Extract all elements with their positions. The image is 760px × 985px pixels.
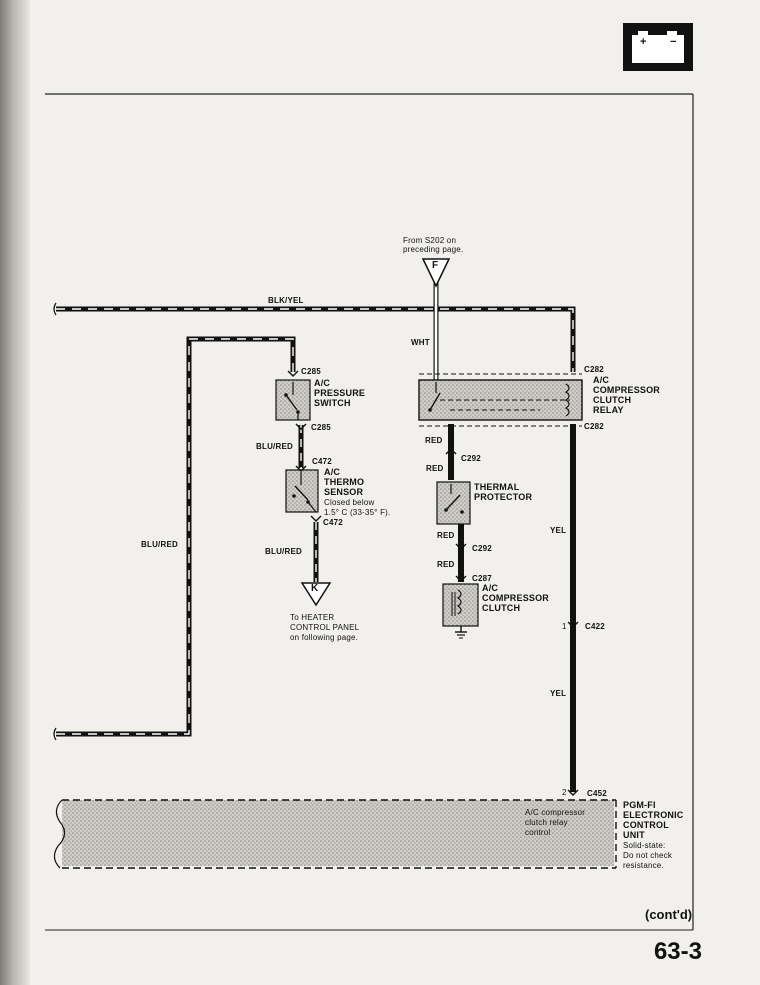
thermo-sensor-label-1: A/C [324, 467, 341, 477]
wire-label-red1: RED [425, 436, 443, 445]
connector-c292-bottom: C292 [472, 544, 492, 553]
heater-note-line3: on following page. [290, 633, 359, 642]
wire-blu-red-series [298, 425, 319, 582]
connector-c285-top: C285 [301, 367, 321, 376]
relay-label-3: CLUTCH [593, 395, 632, 405]
thermal-protector-label-2: PROTECTOR [474, 492, 533, 502]
wire-label-yel1: YEL [550, 526, 567, 535]
wire-label-blu-red-mid1: BLU/RED [256, 442, 293, 451]
connector-c422: C422 [585, 622, 605, 631]
ecu-note-line1: Solid-state: [623, 841, 666, 850]
battery-minus-label: − [670, 36, 677, 48]
thermo-sensor-label-2: THERMO [324, 477, 365, 487]
wire-label-red2: RED [426, 464, 444, 473]
heater-note-line1: To HEATER [290, 613, 335, 622]
source-note-line2: preceding page. [403, 245, 464, 254]
connector-c422-pin: 1 [562, 622, 567, 631]
relay-label-4: RELAY [593, 405, 624, 415]
page-number: 63-3 [653, 938, 702, 965]
heater-note-line2: CONTROL PANEL [290, 623, 360, 632]
battery-terminal-minus [667, 31, 677, 35]
connector-c285-bottom: C285 [311, 423, 331, 432]
battery-body [632, 35, 684, 63]
ecu-inner-line3: control [525, 828, 551, 837]
relay-label-1: A/C [593, 375, 610, 385]
wire-red [448, 424, 464, 582]
wire-blk-yel [53, 302, 576, 372]
ecu-symbol [53, 799, 617, 869]
battery-plus-label: + [640, 36, 647, 48]
connector-c287: C287 [472, 574, 492, 583]
connector-k-label: K [311, 583, 319, 594]
connector-f-symbol [421, 258, 451, 288]
ecu-title-line2: ELECTRONIC [623, 810, 684, 820]
connector-c472-bottom: C472 [323, 518, 343, 527]
wire-label-red4: RED [437, 560, 455, 569]
ecu-note-line2: Do not check [623, 851, 673, 860]
connector-c452: C452 [587, 789, 607, 798]
pressure-switch-label-3: SWITCH [314, 398, 351, 408]
relay-symbol [418, 373, 583, 427]
thermo-sensor-symbol [285, 469, 319, 513]
connector-c282-top: C282 [584, 365, 604, 374]
wire-label-blu-red-left: BLU/RED [141, 540, 178, 549]
ecu-title-line1: PGM-FI [623, 800, 656, 810]
pressure-switch-label-2: PRESSURE [314, 388, 366, 398]
wire-label-wht: WHT [411, 338, 430, 347]
thermo-note-line2: 1.5° C (33-35° F). [324, 508, 391, 517]
connector-c452-pin: 2 [562, 788, 567, 797]
ecu-note-line3: resistance. [623, 861, 664, 870]
clutch-symbol [442, 583, 479, 639]
source-note-line1: From S202 on [403, 236, 457, 245]
wire-label-blu-red-mid2: BLU/RED [265, 547, 302, 556]
thermal-protector-symbol [436, 481, 471, 525]
connector-c282-bottom: C282 [584, 422, 604, 431]
wire-label-blk-yel: BLK/YEL [268, 296, 304, 305]
thermo-note-line1: Closed below [324, 498, 375, 507]
thermo-sensor-label-3: SENSOR [324, 487, 364, 497]
connector-ticks [287, 370, 579, 796]
book-spine-shadow [0, 0, 30, 985]
connector-k-symbol [300, 582, 332, 607]
pressure-switch-label-1: A/C [314, 378, 331, 388]
connector-f-label: F [432, 260, 439, 271]
thermal-protector-label-1: THERMAL [474, 482, 520, 492]
wire-label-red3: RED [437, 531, 455, 540]
ecu-title-line3: CONTROL [623, 820, 669, 830]
relay-label-2: COMPRESSOR [593, 385, 661, 395]
ecu-title-line4: UNIT [623, 830, 645, 840]
wire-blu-red-loop [53, 336, 296, 741]
clutch-label-2: COMPRESSOR [482, 593, 550, 603]
clutch-label-3: CLUTCH [482, 603, 521, 613]
battery-terminal-plus [638, 31, 648, 35]
ecu-inner-line1: A/C compressor [525, 808, 586, 817]
connector-c472-top: C472 [312, 457, 332, 466]
continued-label: (cont'd) [645, 907, 693, 922]
ecu-inner-line2: clutch relay [525, 818, 568, 827]
connector-c292-top: C292 [461, 454, 481, 463]
clutch-label-1: A/C [482, 583, 499, 593]
pressure-switch-symbol [275, 379, 311, 421]
battery-icon: + − [623, 23, 693, 71]
wire-label-yel2: YEL [550, 689, 567, 698]
